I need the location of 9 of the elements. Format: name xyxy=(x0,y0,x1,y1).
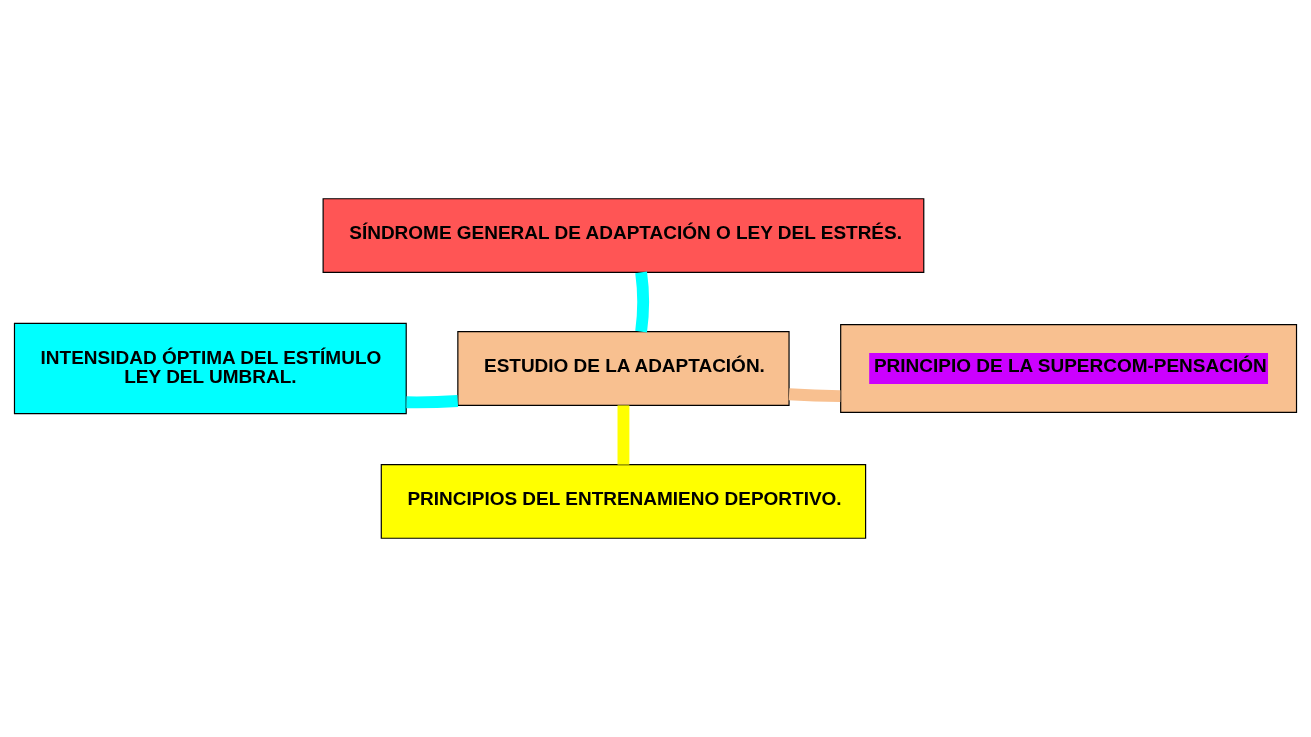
node-box: INTENSIDAD ÓPTIMA DEL ESTÍMULO LEY DEL UMBRAL. xyxy=(13,322,407,415)
node-box: PRINCIPIOS DEL ENTRENAMIENO DEPORTIVO. xyxy=(380,464,867,539)
connector xyxy=(406,395,459,409)
node-box: PRINCIPIO DE LA SUPERCOM-PENSACIÓN xyxy=(840,324,1298,413)
node-box: ESTUDIO DE LA ADAPTACIÓN. xyxy=(457,331,790,406)
connector xyxy=(635,271,649,333)
connector xyxy=(617,405,630,465)
connector xyxy=(788,388,841,403)
node-box: SÍNDROME GENERAL DE ADAPTACIÓN O LEY DEL ESTRÉS. xyxy=(322,198,925,273)
